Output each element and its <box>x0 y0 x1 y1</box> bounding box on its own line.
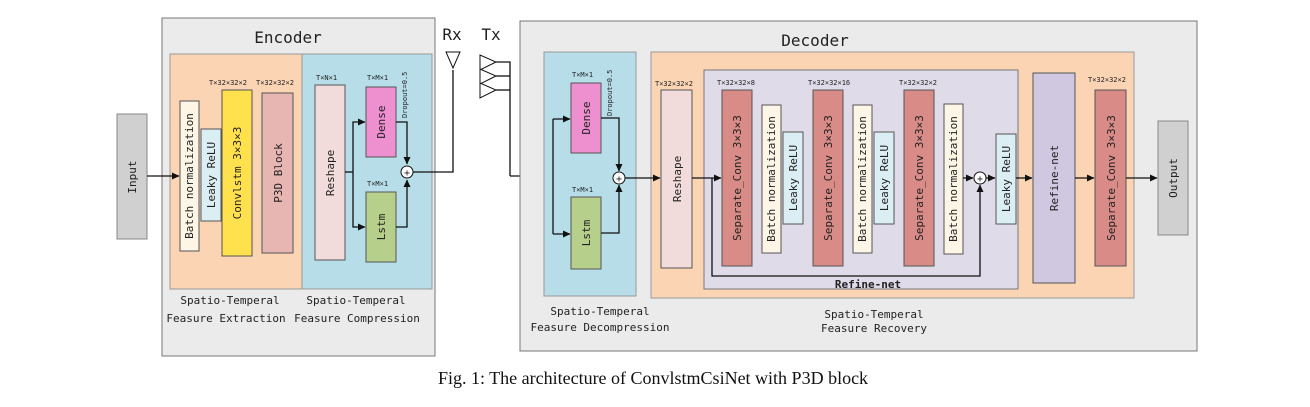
refine-add-symbol: + <box>977 174 983 185</box>
enc-batchnorm-label: Batch normalization <box>183 113 196 239</box>
dec-sepconv2-dim: T×32×32×16 <box>808 79 850 87</box>
dec-bn1-block <box>761 104 782 254</box>
dec-sepconv2-block <box>812 89 844 267</box>
conn-to-rx <box>413 70 454 173</box>
output-label: Output <box>1167 158 1180 198</box>
enc-reshape-label: Reshape <box>324 150 337 196</box>
conn-lstm-to-add <box>396 179 411 228</box>
rx-antenna-icon <box>445 51 461 70</box>
decoder-title: Decoder <box>781 31 849 50</box>
enc-dropout-label: Dropout=0.5 <box>401 72 409 118</box>
enc-extract-l1: Spatio-Temperal <box>180 294 279 307</box>
enc-convlstm-dim: T×32×32×2 <box>209 79 247 87</box>
conn-dec-dense-to-add <box>601 117 623 172</box>
dec-bn1-label: Batch normalization <box>765 116 778 242</box>
tx-antenna-icon <box>479 54 511 176</box>
dec-dense-label: Dense <box>580 101 593 134</box>
dec-decompress-l2: Feasure Decompression <box>530 321 669 334</box>
enc-add-symbol: + <box>404 168 410 179</box>
enc-dense-label: Dense <box>375 105 388 138</box>
enc-reshape-dim: T×N×1 <box>316 74 337 82</box>
enc-convlstm-block <box>221 89 253 257</box>
conn-dense-to-add <box>396 121 411 165</box>
enc-compress-l2: Feasure Compression <box>294 312 420 325</box>
enc-p3d-dim: T×32×32×2 <box>256 79 294 87</box>
conn-to-lstm <box>352 172 366 231</box>
conn-to-dense <box>352 118 366 172</box>
dec-sepconv1-block <box>721 89 753 267</box>
enc-leakyrelu-label: Leaky ReLU <box>205 142 218 208</box>
dec-bn3-block <box>943 103 964 255</box>
dec-sepconv-out-label: Separate_Conv 3×3×3 <box>1105 115 1118 241</box>
tx-label: Tx <box>481 25 501 44</box>
enc-dense-block <box>365 86 397 158</box>
enc-lstm-label: Lstm <box>375 213 388 240</box>
input-label: Input <box>126 160 139 193</box>
enc-reshape-block <box>314 84 346 261</box>
dec-sepconv1-dim: T×32×32×8 <box>717 79 755 87</box>
dec-bn2-block <box>852 104 873 254</box>
dec-sepconv3-block <box>903 89 935 267</box>
enc-dense-dim: T×M×1 <box>367 74 388 82</box>
dec-sepconv3-label: Separate_Conv 3×3×3 <box>913 115 926 241</box>
enc-lstm-dim: T×M×1 <box>367 180 388 188</box>
dec-lstm-label: Lstm <box>580 219 593 246</box>
enc-leakyrelu-block <box>200 128 222 222</box>
dec-reshape-label: Reshape <box>671 156 684 202</box>
refine-net-label: Refine-net <box>835 278 901 291</box>
encoder-title: Encoder <box>254 28 322 47</box>
dec-reshape-block <box>660 89 693 269</box>
dec-sepconv2-label: Separate_Conv 3×3×3 <box>822 115 835 241</box>
enc-p3d-label: P3D Block <box>272 143 285 203</box>
dec-bn2-label: Batch normalization <box>856 116 869 242</box>
dec-add-symbol: + <box>616 174 622 185</box>
dec-dense-dim: T×M×1 <box>572 71 593 79</box>
enc-convlstm-label: Convlstm 3×3×3 <box>231 127 244 220</box>
dec-decompress-l1: Spatio-Temperal <box>550 305 649 318</box>
dec-lstm-dim: T×M×1 <box>572 186 593 194</box>
enc-lstm-block <box>365 191 397 263</box>
rx-label: Rx <box>442 25 462 44</box>
dec-relu2-block <box>873 131 895 225</box>
enc-batchnorm-block <box>179 100 200 252</box>
dec-sepconv3-dim: T×32×32×2 <box>899 79 937 87</box>
conn-dec-lstm-to-add <box>601 184 623 234</box>
enc-extract-l2: Feasure Extraction <box>166 312 285 325</box>
figure-caption: Fig. 1: The architecture of ConvlstmCsiN… <box>438 368 868 388</box>
enc-p3d-block <box>261 92 294 254</box>
dec-dense-block <box>570 82 602 154</box>
dec-relu3-block <box>995 133 1017 225</box>
dec-relu3-label: Leaky ReLU <box>1000 146 1013 212</box>
dec-dropout-label: Dropout=0.5 <box>606 70 614 116</box>
enc-compress-l1: Spatio-Temperal <box>306 294 405 307</box>
conn-refine-skip <box>711 178 984 277</box>
dec-reshape-dim: T×32×32×2 <box>655 80 693 88</box>
dec-relu2-label: Leaky ReLU <box>878 145 891 211</box>
dec-refine-block-label: Refine-net <box>1048 145 1061 211</box>
dec-relu1-label: Leaky ReLU <box>787 145 800 211</box>
dec-recovery-l2: Feasure Recovery <box>821 322 927 335</box>
dec-bn3-label: Batch normalization <box>947 116 960 242</box>
dec-sepconv-out-dim: T×32×32×2 <box>1088 76 1126 84</box>
dec-relu1-block <box>782 131 804 225</box>
dec-recovery-l1: Spatio-Temperal <box>824 308 923 321</box>
output-block <box>1157 120 1189 236</box>
dec-sepconv-out-block <box>1094 89 1127 267</box>
dec-sepconv1-label: Separate_Conv 3×3×3 <box>731 115 744 241</box>
